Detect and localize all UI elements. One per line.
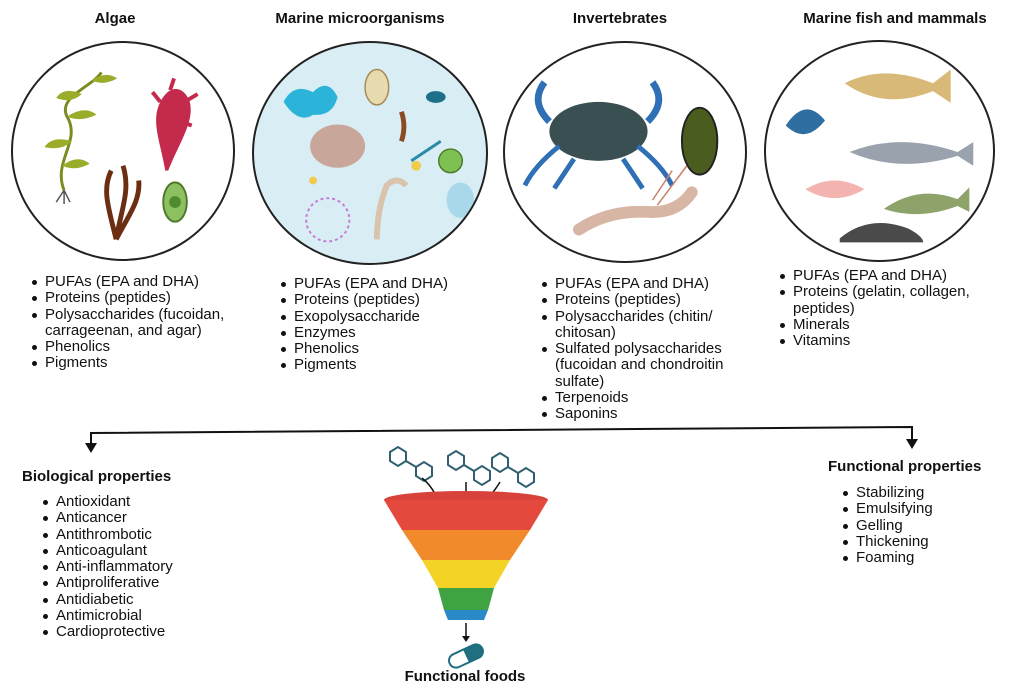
mussel-icon <box>680 106 719 176</box>
funnel-icon <box>384 445 548 669</box>
biological-properties-list: Antioxidant Anticancer Antithrombotic An… <box>38 493 256 641</box>
list-item: Pigments <box>32 355 265 371</box>
list-item: Anticancer <box>43 509 256 526</box>
column-title-microorganisms: Marine microorganisms <box>275 10 445 27</box>
shrimp-icon <box>572 165 698 236</box>
column-title-fish-mammals: Marine fish and mammals <box>803 10 987 27</box>
column-title-algae: Algae <box>94 10 136 27</box>
list-item: Saponins <box>542 406 770 422</box>
arrow-left-icon <box>85 443 97 453</box>
list-item: Terpenoids <box>542 389 770 406</box>
brown-algae-icon <box>104 164 142 241</box>
list-item: Thickening <box>843 533 1010 550</box>
fish-mammals-compounds-list: PUFAs (EPA and DHA) Proteins (gelatin, c… <box>775 267 1010 349</box>
blue-fish-icon <box>785 109 825 135</box>
biological-properties-title: Biological properties <box>22 468 172 485</box>
list-item: Enzymes <box>281 324 514 341</box>
list-item: Antioxidant <box>43 493 256 510</box>
list-item: Emulsifying <box>843 500 1010 517</box>
list-item: Sulfated polysaccharides (fucoidan and c… <box>542 341 770 390</box>
salmon-icon <box>849 142 974 166</box>
list-item: Anticoagulant <box>43 542 256 559</box>
microorganisms-circle <box>252 41 488 265</box>
column-title-invertebrates: Invertebrates <box>572 10 668 27</box>
crab-icon <box>522 80 675 190</box>
list-item: Polysaccharides (chitin/ chitosan) <box>542 308 770 342</box>
seal-icon <box>839 223 924 243</box>
invertebrates-circle <box>503 41 747 263</box>
list-item: Proteins (peptides) <box>32 289 265 306</box>
list-item: Proteins (gelatin, collagen, peptides) <box>780 284 1010 317</box>
list-item: Polysaccharides (fucoidan, carrageenan, … <box>32 306 265 340</box>
arrow-right-icon <box>906 439 918 449</box>
pink-fish-icon <box>805 180 865 199</box>
list-item: Pigments <box>281 357 514 373</box>
list-item: Minerals <box>780 316 1010 333</box>
list-item: Antimicrobial <box>43 607 256 624</box>
list-item: Gelling <box>843 517 1010 534</box>
list-item: Exopolysaccharide <box>281 308 514 325</box>
seaweed-icon <box>44 71 118 205</box>
fish-mammals-circle <box>764 40 995 262</box>
list-item: Antithrombotic <box>43 526 256 543</box>
list-item: Proteins (peptides) <box>542 291 770 308</box>
list-item: PUFAs (EPA and DHA) <box>780 267 1010 284</box>
list-item: Stabilizing <box>843 484 1010 501</box>
green-algae-cell-icon <box>113 136 188 223</box>
list-item: Anti-inflammatory <box>43 558 256 575</box>
algae-compounds-list: PUFAs (EPA and DHA) Proteins (peptides) … <box>27 273 265 372</box>
list-item: Cardioprotective <box>43 624 256 640</box>
cod-icon <box>844 69 951 103</box>
list-item: PUFAs (EPA and DHA) <box>281 275 514 292</box>
funnel-layers <box>384 491 548 620</box>
algae-circle <box>11 41 235 261</box>
list-item: Vitamins <box>780 332 1010 349</box>
green-fish-icon <box>883 187 970 215</box>
list-item: Antiproliferative <box>43 575 256 591</box>
list-item: Antidiabetic <box>43 591 256 608</box>
microorganisms-compounds-list: PUFAs (EPA and DHA) Proteins (peptides) … <box>276 275 514 374</box>
functional-properties-list: Stabilizing Emulsifying Gelling Thickeni… <box>838 484 1010 566</box>
list-item: Proteins (peptides) <box>281 291 514 308</box>
capsule-icon <box>448 643 484 669</box>
red-algae-icon <box>150 77 199 171</box>
functional-foods-label: Functional foods <box>404 668 526 685</box>
invertebrates-compounds-list: PUFAs (EPA and DHA) Proteins (peptides) … <box>537 275 770 423</box>
molecule-icon <box>389 445 535 489</box>
list-item: PUFAs (EPA and DHA) <box>32 273 265 290</box>
list-item: Foaming <box>843 549 1010 566</box>
list-item: PUFAs (EPA and DHA) <box>542 275 770 292</box>
microorganisms-icon <box>283 68 475 243</box>
list-item: Phenolics <box>281 340 514 357</box>
functional-properties-title: Functional properties <box>828 458 982 475</box>
list-item: Phenolics <box>32 338 265 355</box>
